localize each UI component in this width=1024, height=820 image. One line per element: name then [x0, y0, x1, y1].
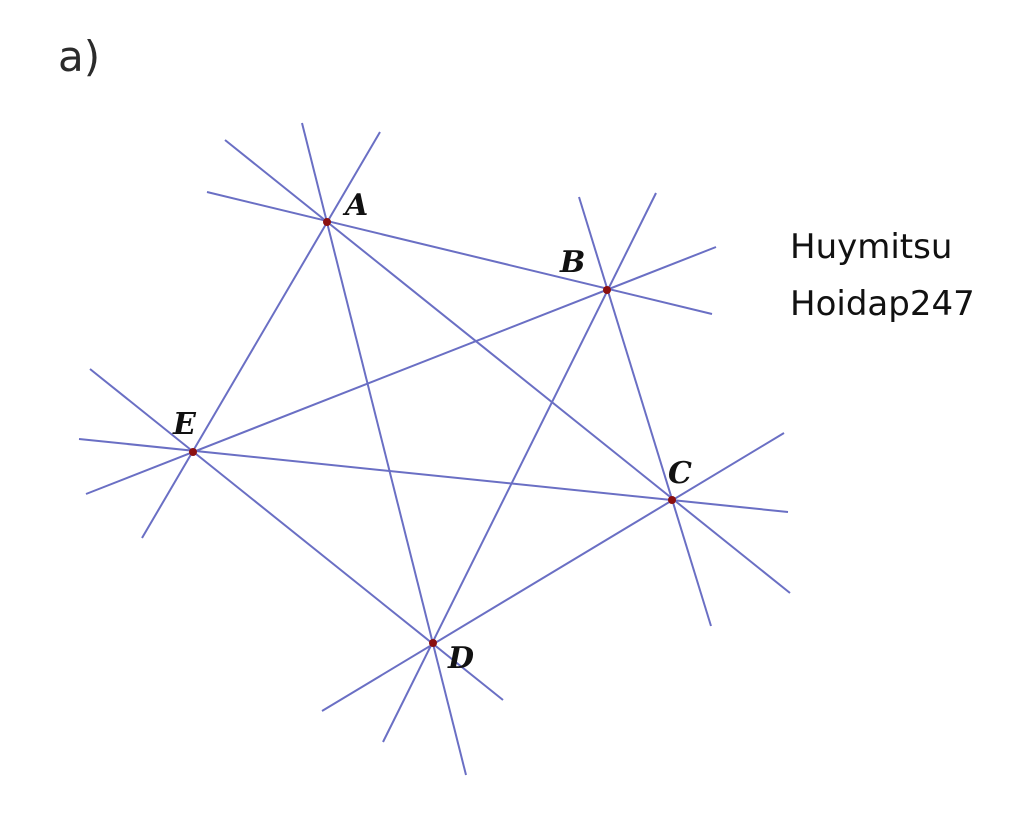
line-ad: [301, 122, 467, 776]
point-d: [429, 639, 437, 647]
label-d: D: [447, 641, 474, 676]
point-b: [603, 286, 611, 294]
credit-line-1: Huymitsu: [790, 227, 953, 267]
line-ab: [206, 191, 713, 315]
label-a: A: [342, 188, 368, 223]
part-label: a): [58, 32, 101, 81]
line-de: [89, 368, 504, 701]
label-c: C: [668, 456, 692, 491]
line-bd: [382, 192, 657, 743]
point-c: [668, 496, 676, 504]
line-ae: [141, 131, 381, 539]
line-cd: [321, 432, 785, 712]
line-bc: [578, 196, 712, 627]
label-e: E: [172, 407, 197, 442]
credit-line-2: Hoidap247: [790, 284, 975, 324]
label-b: B: [559, 245, 585, 280]
line-ac: [224, 139, 791, 594]
point-e: [189, 448, 197, 456]
point-a: [323, 218, 331, 226]
